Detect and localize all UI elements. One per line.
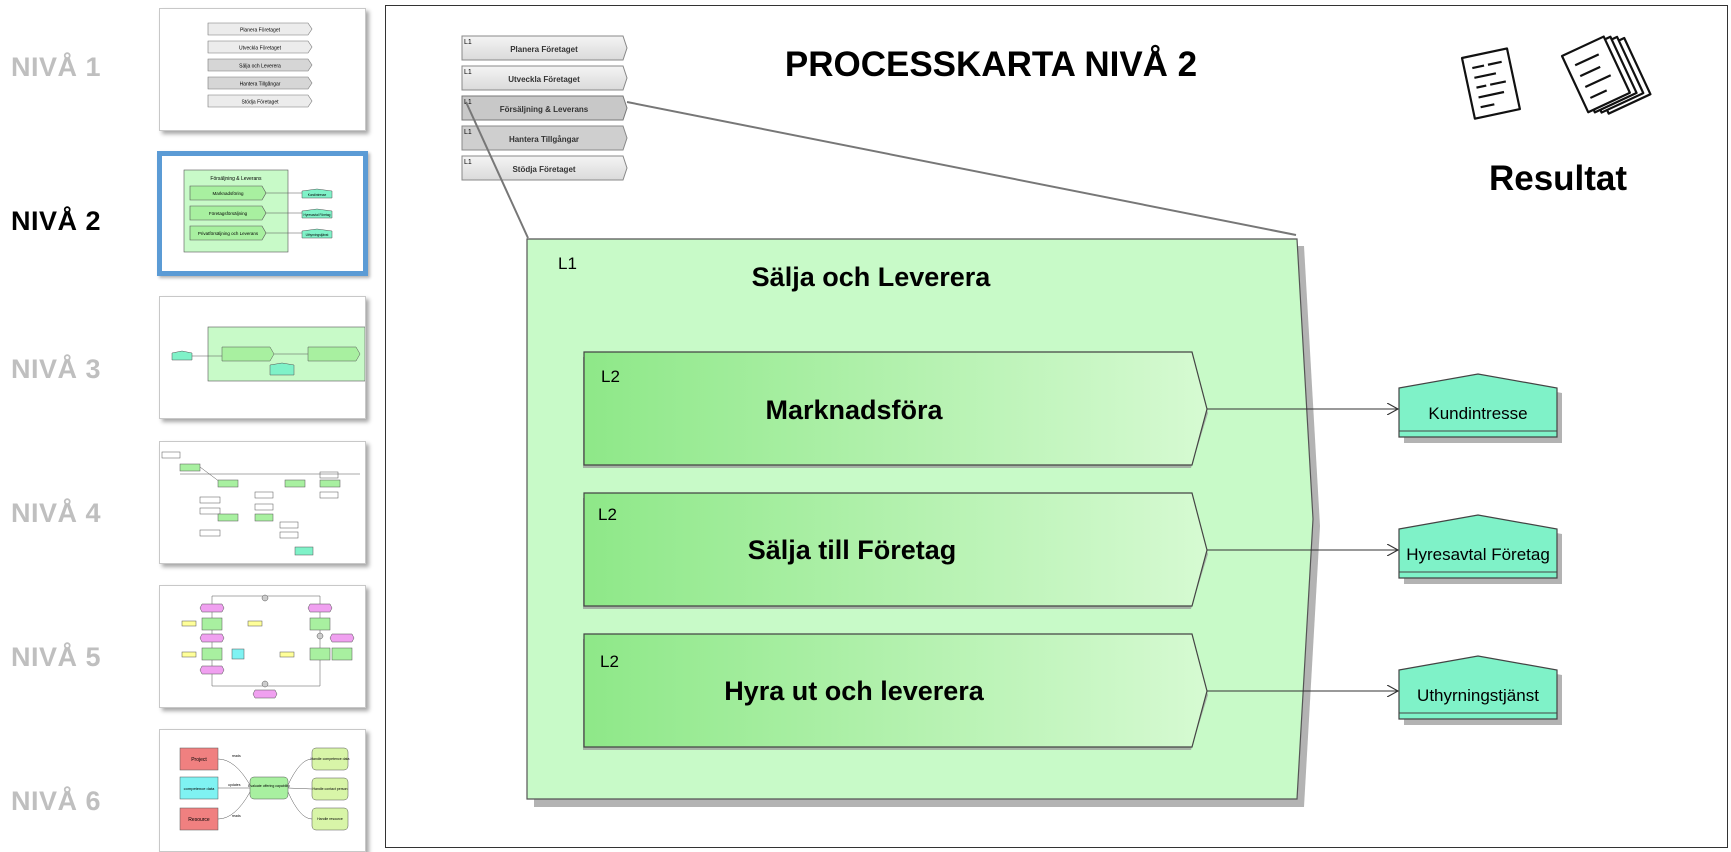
thumbnail-level-6[interactable]: Project competence data Resource Evaluat… [159,729,366,852]
output-2[interactable]: Hyresavtal Företag [1398,514,1562,584]
sub-process-2[interactable]: L2 Sälja till Företag [583,492,1208,609]
thumbnail-level-3[interactable] [159,296,366,419]
nav-item-2-tag: L1 [464,69,472,76]
output-3[interactable]: Uthyrningstjänst [1398,655,1562,725]
result-label: Resultat [1489,159,1627,198]
sub-process-2-title: Sälja till Företag [748,535,957,565]
sub-process-1-tag: L2 [601,367,620,386]
thumb2-diagram: Försäljning & Leverans Marknadsföring Fö… [183,169,333,253]
thumb2-title: Försäljning & Leverans [210,176,262,182]
nav-item-1-tag: L1 [464,39,472,46]
thumb1-item-4: Hantera Tillgångar [240,81,281,88]
level-label-4[interactable]: NIVÅ 4 [11,498,102,528]
thumb6-box-project: Project [191,757,207,763]
thumb2-item-3: Privatförsäljning och Leverans [198,231,259,236]
thumb6-box-handle-resource: Handle resource [317,817,343,821]
main-process-title: Sälja och Leverera [752,262,992,292]
thumb4-diagram [161,451,360,556]
thumb2-output-1: Kundintresse [308,193,327,197]
nav-item-1-label: Planera Företaget [510,45,578,54]
nav-item-5[interactable]: L1 Stödja Företaget [461,155,628,181]
documents-icon [1460,35,1652,120]
thumb5-diagram [181,594,355,699]
thumb2-item-2: Företagsförsäljning [209,211,248,216]
thumb6-box-competence: competence data [184,786,215,791]
sub-process-1[interactable]: L2 Marknadsföra [583,351,1208,468]
nav-item-3-tag: L1 [464,99,472,106]
thumb1-item-1: Planera Företaget [240,28,281,34]
thumb6-box-handle-competence: Handle competence data [311,757,350,761]
thumb6-edge-reads-2: reads [232,814,241,818]
thumb1-item-2: Utveckla Företaget [239,46,282,52]
output-1[interactable]: Kundintresse [1398,373,1562,443]
nav-item-4-label: Hantera Tillgångar [509,135,579,144]
thumbnail-level-1[interactable]: Planera Företaget Utveckla Företaget Säl… [159,8,366,131]
thumb6-box-resource: Resource [188,817,210,823]
nav-item-1[interactable]: L1 Planera Företaget [461,35,628,61]
main-process-tag: L1 [558,254,577,273]
thumb1-item-3: Sälja och Leverera [239,64,281,70]
output-2-label: Hyresavtal Företag [1406,545,1550,564]
page-title: PROCESSKARTA NIVÅ 2 [785,44,1197,84]
level-label-3[interactable]: NIVÅ 3 [11,354,102,384]
thumb3-diagram [171,326,365,382]
nav-item-2[interactable]: L1 Utveckla Företaget [461,65,628,91]
thumb1-item-5: Stödja Företaget [242,100,280,106]
thumb6-edge-updates: updates [228,783,241,787]
level-label-1[interactable]: NIVÅ 1 [11,52,102,82]
level-label-5[interactable]: NIVÅ 5 [11,642,102,672]
thumb6-diagram: Project competence data Resource Evaluat… [179,747,350,831]
thumbnail-level-2[interactable]: Försäljning & Leverans Marknadsföring Fö… [157,151,368,276]
output-3-label: Uthyrningstjänst [1417,686,1539,705]
thumbnail-level-5[interactable] [159,585,366,708]
output-1-label: Kundintresse [1428,404,1527,423]
thumb2-output-2: Hyresavtal Företag [304,213,331,217]
sub-process-3-title: Hyra ut och leverera [724,676,985,706]
thumb6-box-handle-contact: Handle contact person [312,787,347,791]
nav-item-5-tag: L1 [464,159,472,166]
thumb6-box-evaluate: Evaluate offering capability [248,784,290,788]
thumb6-edge-reads-1: reads [232,754,241,758]
zoom-line-right [626,101,1297,236]
thumbnail-level-4[interactable] [159,441,366,564]
sub-process-3[interactable]: L2 Hyra ut och leverera [583,633,1208,750]
nav-item-3-label: Försäljning & Leverans [500,105,589,114]
thumb2-item-1: Marknadsföring [212,191,244,196]
level-label-2[interactable]: NIVÅ 2 [11,206,102,236]
zoom-line-left [465,101,529,239]
process-map-canvas: PROCESSKARTA NIVÅ 2 L1 Planera Företaget… [385,5,1728,848]
thumb2-output-3: Uthyrningstjänst [306,233,329,237]
level-label-6[interactable]: NIVÅ 6 [11,786,102,816]
nav-item-4[interactable]: L1 Hantera Tillgångar [461,125,628,151]
sub-process-2-tag: L2 [598,505,617,524]
nav-chevrons: L1 Planera Företaget L1 Utveckla Företag… [461,35,628,181]
sub-process-1-title: Marknadsföra [765,395,943,425]
nav-item-4-tag: L1 [464,129,472,136]
thumb1-chevrons: Planera Företaget Utveckla Företaget Säl… [207,22,313,108]
nav-item-5-label: Stödja Företaget [512,165,575,174]
nav-item-2-label: Utveckla Företaget [508,75,580,84]
sub-process-3-tag: L2 [600,652,619,671]
nav-item-3[interactable]: L1 Försäljning & Leverans [461,95,628,121]
